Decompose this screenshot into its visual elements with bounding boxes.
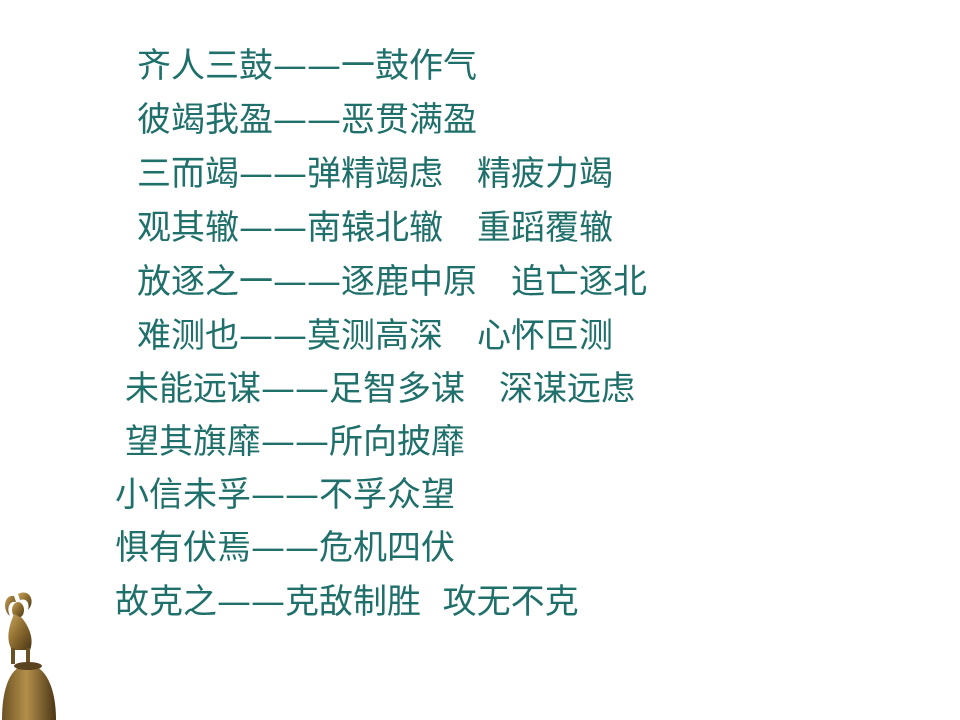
idiom-line-1: 齐人三鼓——一鼓作气 [137, 46, 477, 86]
idiom-line-2: 彼竭我盈——恶贯满盈 [137, 100, 477, 140]
idiom-line-3: 三而竭——弹精竭虑 精疲力竭 [137, 154, 613, 194]
idiom-line-4: 观其辙——南辕北辙 重蹈覆辙 [137, 208, 613, 248]
idiom-line-8: 望其旗靡——所向披靡 [125, 422, 465, 462]
idiom-line-5: 放逐之一——逐鹿中原 追亡逐北 [137, 262, 647, 302]
idiom-line-10: 惧有伏焉——危机四伏 [115, 528, 455, 568]
idiom-line-6: 难测也——莫测高深 心怀叵测 [137, 316, 613, 356]
bronze-goat-statue-icon [2, 592, 56, 720]
idiom-line-9: 小信未孚——不孚众望 [115, 475, 455, 515]
idiom-line-7: 未能远谋——足智多谋 深谋远虑 [125, 369, 635, 409]
idiom-line-11: 故克之——克敌制胜 攻无不克 [115, 582, 579, 622]
